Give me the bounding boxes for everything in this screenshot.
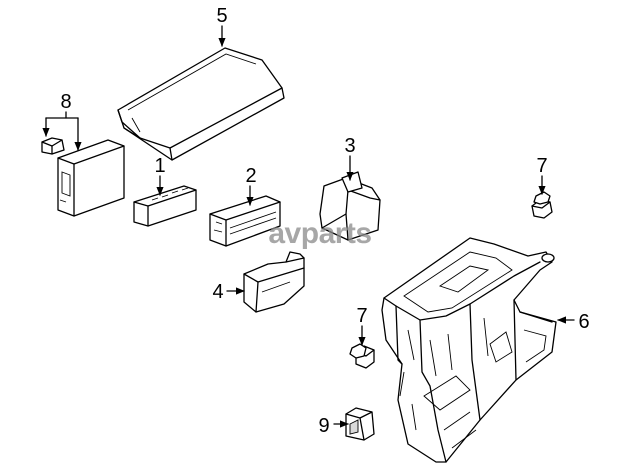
part-6-housing	[381, 237, 557, 463]
callout-5: 5	[216, 5, 227, 27]
callout-labels: 5 8 1 2 3 7 4 6 7 9	[60, 5, 589, 437]
callout-7-upper: 7	[536, 155, 547, 177]
callout-8: 8	[60, 91, 71, 113]
part-7-bolt-upper	[531, 191, 553, 219]
part-7-bolt-lower	[349, 343, 375, 369]
watermark-text: avparts	[268, 217, 371, 250]
callout-3: 3	[344, 135, 355, 157]
part-5-cover	[117, 47, 285, 161]
part-9-clip	[345, 407, 375, 441]
part-8-clip	[41, 137, 65, 155]
callout-4: 4	[212, 281, 223, 303]
leader-8	[42, 111, 82, 151]
part-3-bracket	[319, 171, 381, 241]
callout-2: 2	[245, 165, 256, 187]
part-4-insulator	[243, 251, 305, 313]
part-2-connector	[209, 195, 281, 247]
callout-6: 6	[578, 311, 589, 333]
callout-1: 1	[154, 155, 165, 177]
callout-9: 9	[318, 415, 329, 437]
leader-lines	[42, 25, 575, 428]
part-8-relay	[57, 139, 125, 217]
watermark: avparts	[268, 217, 372, 250]
callout-7-lower: 7	[356, 305, 367, 327]
part-1-fuse-holder	[133, 185, 197, 227]
